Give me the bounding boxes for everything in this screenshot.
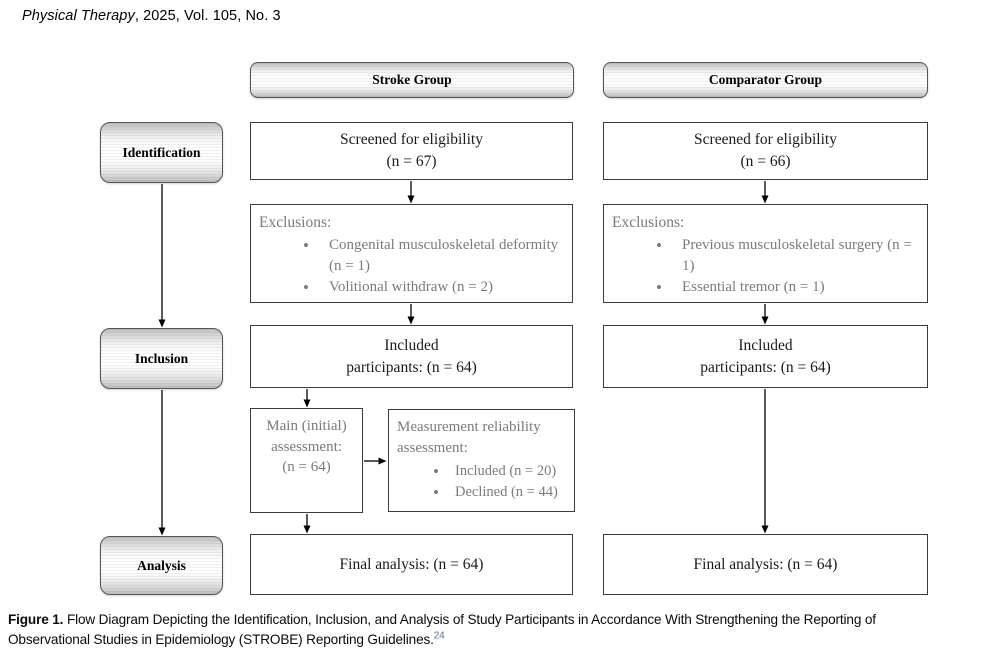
comparator-screened-box: Screened for eligibility (n = 66) [603, 122, 928, 180]
reference-link[interactable]: 24 [433, 630, 445, 642]
figure-caption-line1: Flow Diagram Depicting the Identificatio… [63, 612, 876, 627]
comparator-included-box: Included participants: (n = 64) [603, 325, 928, 388]
figure-caption-line2: Observational Studies in Epidemiology (S… [8, 631, 434, 647]
comparator-final-text: Final analysis: (n = 64) [693, 555, 838, 573]
stroke-screened-count: (n = 67) [386, 153, 437, 170]
stroke-final-text: Final analysis: (n = 64) [339, 555, 484, 573]
journal-issue-info: , 2025, Vol. 105, No. 3 [134, 8, 281, 24]
comparator-group-header: Comparator Group [603, 62, 928, 98]
stage-label-analysis-text: Analysis [137, 557, 186, 573]
stroke-screened-line1: Screened for eligibility [340, 131, 483, 148]
stroke-exclusions-box: Exclusions: Congenital musculoskeletal d… [250, 204, 573, 303]
stroke-group-header: Stroke Group [250, 62, 574, 98]
journal-title: Physical Therapy [22, 8, 135, 24]
stage-label-analysis: Analysis [100, 536, 223, 595]
comparator-screened-line1: Screened for eligibility [694, 131, 837, 148]
reliability-list: Included (n = 20) Declined (n = 44) [397, 460, 564, 504]
comparator-final-box: Final analysis: (n = 64) [603, 534, 928, 595]
reliability-line2: assessment: [397, 440, 468, 457]
reliability-line1: Measurement reliability [397, 419, 541, 435]
figure-caption: Figure 1. Flow Diagram Depicting the Ide… [8, 610, 995, 649]
figure-caption-label: Figure 1. [8, 612, 64, 627]
journal-header: Physical Therapy, 2025, Vol. 105, No. 3 [22, 8, 281, 24]
comparator-group-header-label: Comparator Group [708, 72, 823, 87]
stage-label-inclusion-text: Inclusion [134, 350, 189, 366]
stage-label-identification-text: Identification [122, 144, 201, 160]
reliability-item: Declined (n = 44) [397, 481, 564, 504]
stroke-screened-box: Screened for eligibility (n = 67) [250, 122, 573, 180]
comparator-exclusions-title: Exclusions: [612, 214, 685, 231]
stage-label-inclusion: Inclusion [100, 328, 223, 389]
stroke-exclusion-item: Congenital musculoskeletal deformity (n … [259, 234, 562, 276]
stroke-group-header-label: Stroke Group [372, 72, 452, 87]
main-assessment-line2: assessment: [271, 438, 342, 455]
stage-label-identification: Identification [100, 122, 223, 183]
stroke-exclusions-list: Congenital musculoskeletal deformity (n … [259, 234, 562, 300]
stroke-final-box: Final analysis: (n = 64) [250, 534, 573, 595]
comparator-exclusions-list: Previous musculoskeletal surgery (n = 1)… [612, 234, 917, 300]
comparator-exclusion-item: Previous musculoskeletal surgery (n = 1) [612, 234, 917, 276]
reliability-item: Included (n = 20) [397, 460, 564, 483]
stroke-included-count: participants: (n = 64) [346, 358, 477, 376]
reliability-assessment-box: Measurement reliability assessment: Incl… [388, 409, 575, 512]
stroke-included-line1: Included [384, 336, 439, 354]
comparator-screened-count: (n = 66) [740, 153, 791, 170]
main-assessment-line1: Main (initial) [266, 418, 347, 434]
main-assessment-box: Main (initial) assessment: (n = 64) [250, 408, 363, 513]
comparator-included-count: participants: (n = 64) [700, 358, 831, 376]
comparator-included-line1: Included [738, 336, 793, 354]
stroke-exclusions-title: Exclusions: [259, 214, 332, 231]
comparator-exclusion-item: Essential tremor (n = 1) [612, 276, 917, 299]
main-assessment-count: (n = 64) [282, 459, 331, 476]
stroke-included-box: Included participants: (n = 64) [250, 325, 573, 388]
stroke-exclusion-item: Volitional withdraw (n = 2) [259, 276, 562, 299]
comparator-exclusions-box: Exclusions: Previous musculoskeletal sur… [603, 204, 928, 303]
